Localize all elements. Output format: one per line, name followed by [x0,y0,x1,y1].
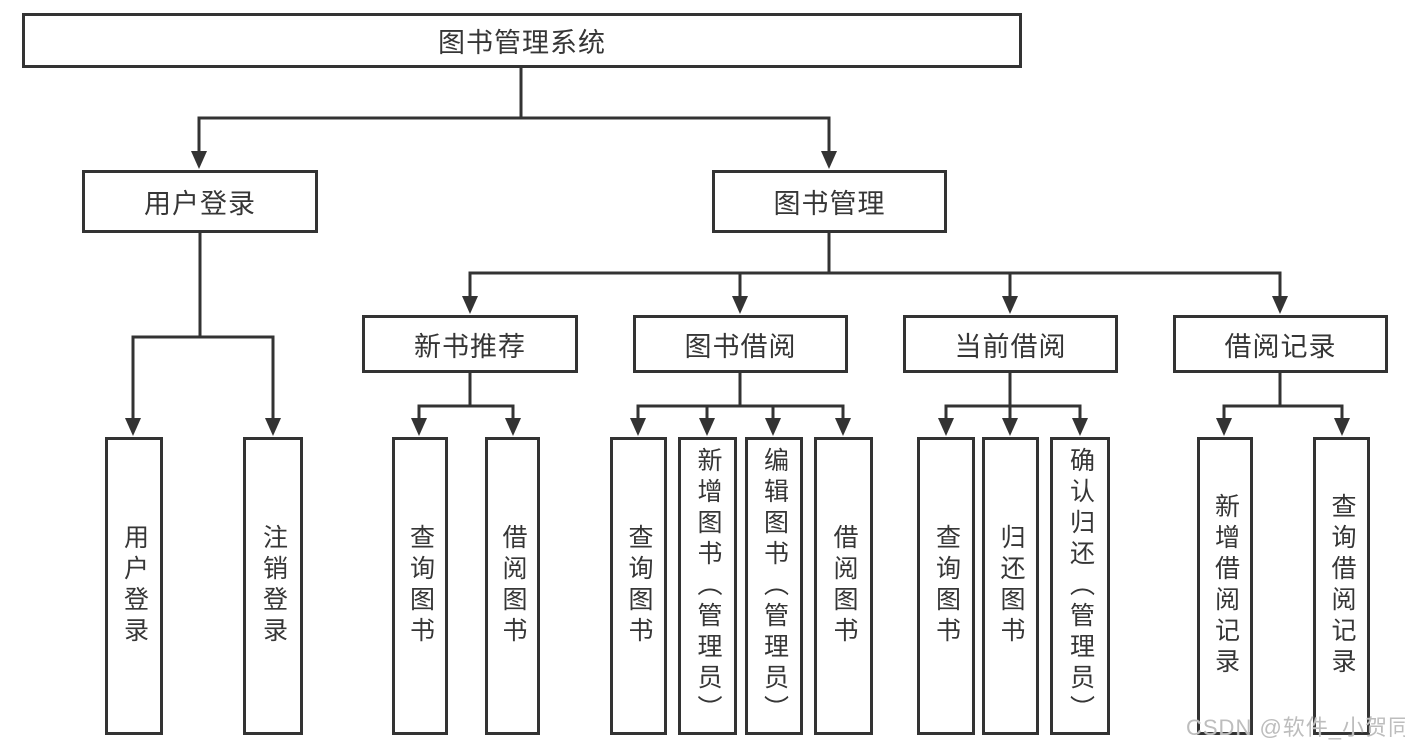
node-user-login: 用户登录 [82,170,318,233]
node-library-system: 图书管理系统 [22,13,1022,68]
leaf-add-borrow-record: 新增借阅记录 [1197,437,1253,735]
leaf-query-borrow-record: 查询借阅记录 [1313,437,1370,735]
node-book-management: 图书管理 [712,170,947,233]
node-book-borrowing: 图书借阅 [633,315,848,373]
node-new-book-recommend: 新书推荐 [362,315,578,373]
leaf-edit-books-admin: 编辑图书（管理员） [745,437,803,735]
leaf-query-books-current: 查询图书 [917,437,975,735]
leaf-add-books-admin: 新增图书（管理员） [678,437,737,735]
node-current-borrowing: 当前借阅 [903,315,1118,373]
leaf-logout: 注销登录 [243,437,303,735]
leaf-return-books: 归还图书 [982,437,1039,735]
leaf-query-books-rec: 查询图书 [392,437,448,735]
leaf-user-login: 用户登录 [105,437,163,735]
watermark: CSDN @软件_小贺同学 [1186,715,1405,740]
leaf-confirm-return-admin: 确认归还（管理员） [1050,437,1110,735]
leaf-borrow-books: 借阅图书 [814,437,873,735]
node-borrow-records: 借阅记录 [1173,315,1388,373]
leaf-query-books-borrow: 查询图书 [610,437,667,735]
leaf-borrow-books-rec: 借阅图书 [485,437,540,735]
